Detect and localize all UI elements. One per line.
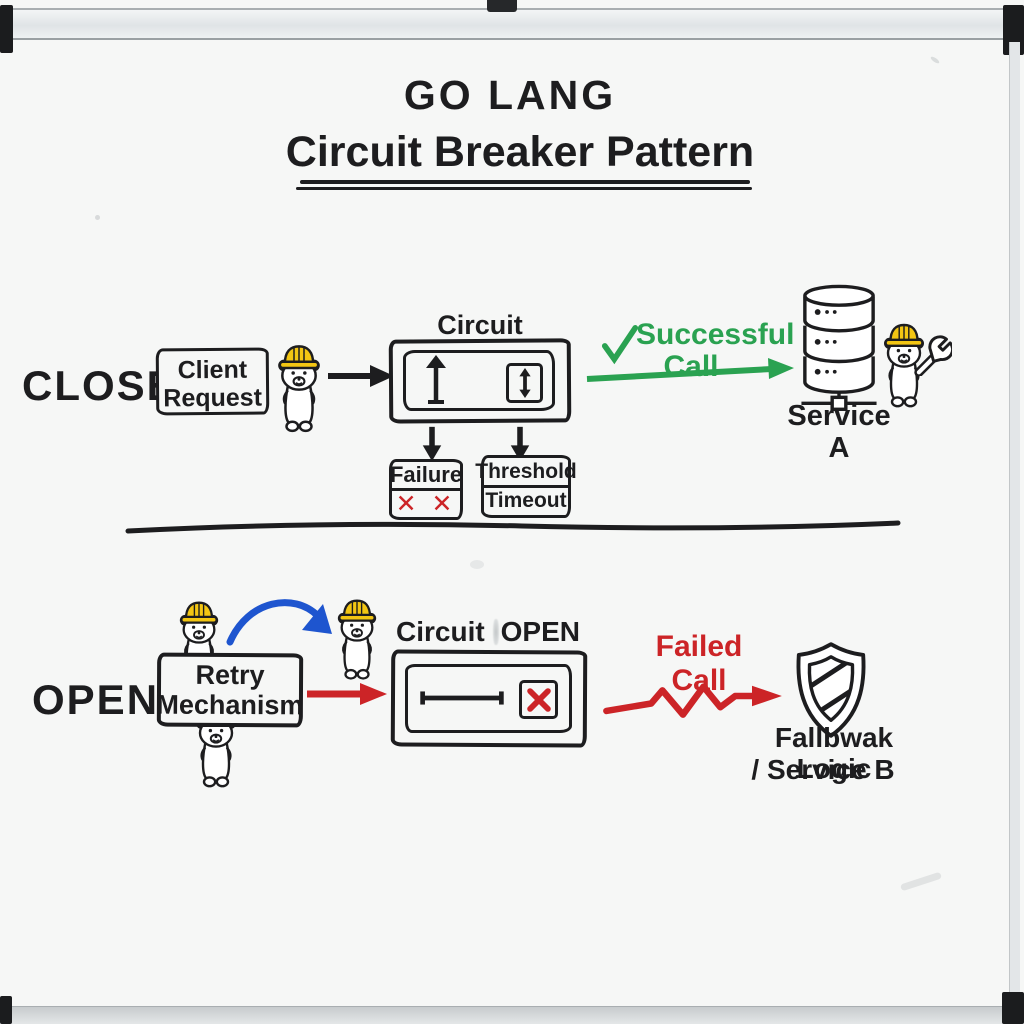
eraser-smudge (492, 619, 499, 645)
threshold-label: Threshold (475, 458, 577, 488)
client-request-line2: Request (163, 383, 263, 413)
tripped-indicator-box (519, 680, 558, 719)
subtitle-underline (300, 180, 750, 184)
shield-icon (796, 642, 866, 738)
circuit-open-title: Circuit OPEN (396, 616, 580, 648)
arrow-right-icon (328, 365, 394, 387)
double-arrow-icon (518, 367, 531, 399)
board-title: GO LANG (403, 72, 617, 118)
failed-call-label: Failed Call (655, 630, 743, 697)
whiteboard-right-rail (1009, 42, 1020, 1002)
section-divider (125, 520, 901, 534)
successful-call-label-line1: Successful (636, 318, 795, 351)
wrench-icon (914, 335, 952, 376)
frame-corner-top-left (0, 5, 13, 53)
subtitle-underline-2 (296, 187, 752, 190)
gopher-worker-icon (884, 323, 924, 408)
frame-corner-bottom-right (1002, 992, 1024, 1024)
board-subtitle: Circuit Breaker Pattern (285, 128, 755, 176)
state-label-open: OPEN (32, 676, 160, 723)
timeout-label: Timeout (485, 489, 567, 512)
whiteboard-bottom-rail (0, 1006, 1024, 1024)
successful-call-arrow (586, 358, 794, 382)
client-request-box: Client Request (155, 347, 270, 416)
retry-to-breaker-arrow (307, 683, 387, 705)
failure-label: Failure (390, 462, 462, 491)
gopher-worker-icon (278, 345, 320, 433)
board-smudge (899, 871, 943, 892)
zigzag-arrow-icon (603, 683, 782, 718)
threshold-timeout-box: Threshold Timeout (475, 455, 577, 518)
circuit-open-word2: OPEN (500, 616, 580, 647)
circuit-open-word1: Circuit (396, 616, 485, 647)
service-a-label: Service A (787, 400, 891, 465)
arrow-down-icon (422, 426, 442, 462)
successful-call-label-line2: Call (663, 350, 719, 383)
mount-clamp (487, 0, 517, 12)
retry-mechanism-box: Retry Mechanism (156, 652, 304, 728)
arrow-up-icon (426, 355, 446, 404)
fallback-label-line1: Fallbwak Logic (774, 722, 894, 785)
board-speck (95, 215, 100, 220)
retry-line2: Mechanism (156, 689, 304, 721)
client-request-line1: Client (177, 355, 248, 385)
failure-box: Failure ✕ ✕ (389, 459, 463, 520)
whiteboard-top-rail (0, 8, 1024, 40)
frame-corner-bottom-left (0, 996, 12, 1024)
gopher-service-a (880, 320, 928, 410)
board-smudge (470, 560, 484, 569)
board-speck (929, 55, 941, 65)
check-icon (601, 325, 639, 365)
x-mark-icon (526, 687, 551, 712)
half-open-indicator-box (506, 363, 543, 403)
retry-line1: Retry (195, 659, 265, 690)
gopher-retry-target (334, 595, 380, 683)
failure-x-marks: ✕ ✕ (395, 490, 457, 518)
gopher-worker-icon (337, 599, 377, 680)
arrow-down-icon (510, 426, 530, 462)
fallback-label-line2: / Service B (751, 754, 895, 785)
switch-open-icon (420, 691, 504, 705)
database-icon (801, 284, 877, 411)
curved-arrow-icon (226, 599, 332, 646)
gopher-client (274, 341, 324, 435)
